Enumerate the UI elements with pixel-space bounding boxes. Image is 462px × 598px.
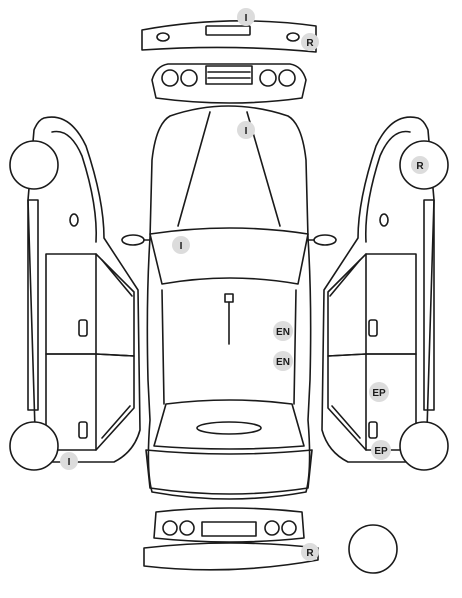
car-body [121,105,337,500]
marker-label: R [306,548,314,559]
marker-front-bumper-right[interactable]: R [301,33,319,51]
marker-roof-2[interactable]: EN [273,351,293,371]
marker-label: I [68,457,71,468]
marker-label: I [180,241,183,252]
marker-front-bumper[interactable]: I [237,8,255,26]
marker-label: I [245,13,248,24]
marker-label: R [416,161,424,172]
rear-fascia[interactable] [153,507,305,543]
front-bumper[interactable] [141,20,317,53]
marker-right-front-wheel[interactable]: R [411,156,429,174]
marker-right-rear-door[interactable]: EP [369,382,389,402]
marker-rear-bumper[interactable]: R [301,543,319,561]
spare-wheel[interactable] [348,524,398,574]
marker-left-rear-wheel[interactable]: I [60,452,78,470]
marker-label: EP [374,446,388,457]
marker-label: I [245,126,248,137]
marker-right-rear-wheel[interactable]: EP [371,440,391,460]
right-side-view [321,116,435,463]
rear-bumper[interactable] [143,542,319,571]
left-side-view [27,116,141,463]
marker-label: R [306,38,314,49]
marker-windshield[interactable]: I [172,236,190,254]
marker-label: EP [372,388,386,399]
left-front-wheel[interactable] [9,140,59,190]
left-rear-wheel[interactable] [9,421,59,471]
marker-hood[interactable]: I [237,121,255,139]
damage-markers: I R I I EN EN EP EP [60,8,429,561]
marker-label: EN [276,357,290,368]
marker-roof-1[interactable]: EN [273,321,293,341]
right-rear-wheel[interactable] [399,421,449,471]
marker-label: EN [276,327,290,338]
front-fascia[interactable] [151,63,307,104]
